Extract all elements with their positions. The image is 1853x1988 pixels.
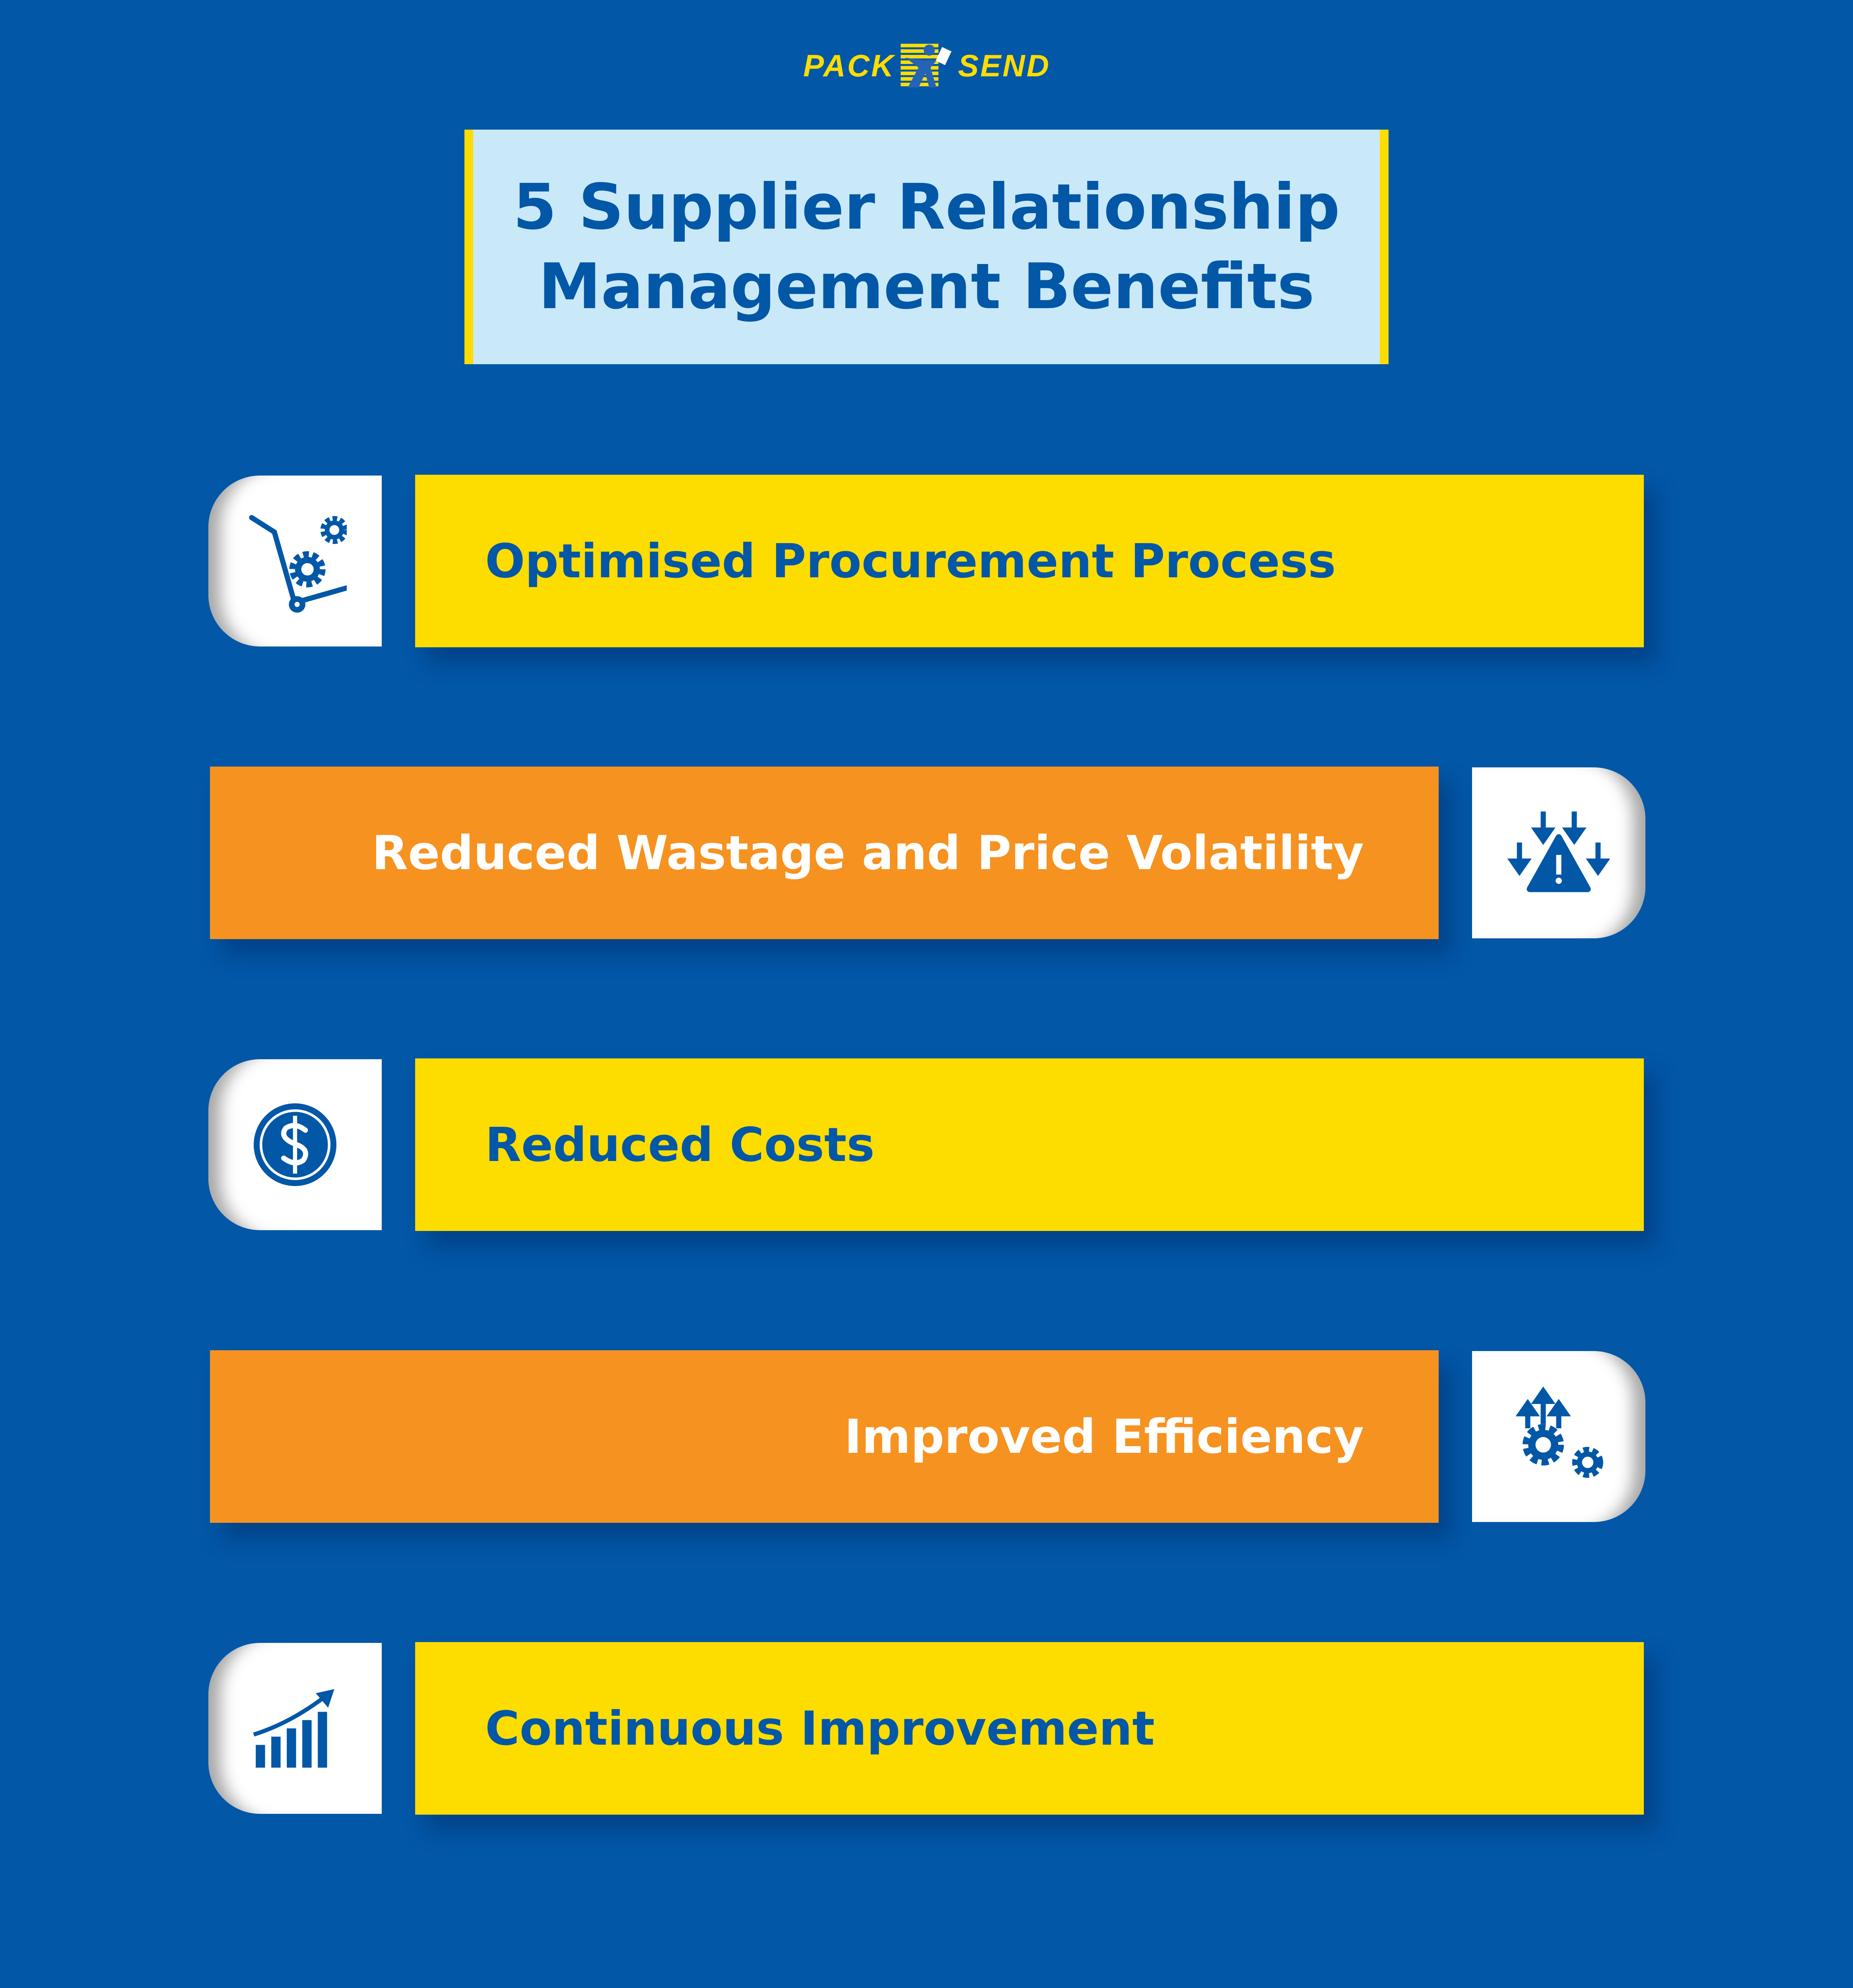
benefit-row: Continuous Improvement [0,1642,1853,1815]
benefit-label: Reduced Wastage and Price Volatility [372,825,1364,880]
benefit-icon-box [208,1059,382,1230]
benefit-bar: Reduced Costs [415,1058,1644,1231]
hand-truck-gears-icon [249,515,347,613]
benefit-bar: Continuous Improvement [415,1642,1644,1815]
benefit-icon-box [1472,1351,1645,1522]
pack-and-send-logo: PACK SEND [803,40,1058,91]
gears-up-arrows-icon [1515,1386,1603,1478]
benefit-icon-box [1472,767,1645,938]
page-title: 5 Supplier Relationship Management Benef… [513,171,1340,323]
growth-chart-icon [253,1689,334,1768]
benefit-row: Reduced Wastage and Price Volatility [0,767,1853,939]
benefit-icon-box [208,1643,382,1814]
warning-down-arrows-icon [1507,812,1610,892]
benefit-bar: Reduced Wastage and Price Volatility [210,767,1439,939]
benefit-row: Optimised Procurement Process [0,475,1853,647]
benefit-label: Optimised Procurement Process [485,534,1336,588]
title-box: 5 Supplier Relationship Management Benef… [464,130,1389,364]
benefit-row: Improved Efficiency [0,1350,1853,1523]
benefit-bar: Improved Efficiency [210,1350,1439,1523]
benefit-label: Continuous Improvement [485,1701,1155,1756]
benefit-label: Reduced Costs [485,1117,875,1172]
benefit-icon-box [208,476,382,646]
logo-word-pack: PACK [803,48,895,83]
benefit-row: Reduced Costs [0,1058,1853,1231]
logo-word-send: SEND [958,48,1051,83]
benefit-bar: Optimised Procurement Process [415,475,1644,647]
benefit-label: Improved Efficiency [844,1409,1364,1464]
logo-figure-icon [901,44,952,87]
dollar-coin-icon [254,1103,336,1186]
